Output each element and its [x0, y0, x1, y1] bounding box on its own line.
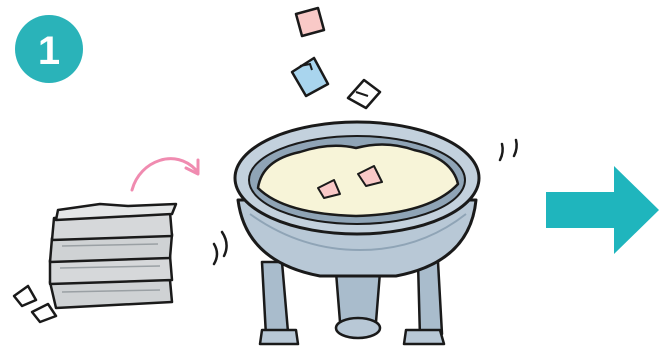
motion-lines-right-icon	[500, 140, 517, 160]
falling-scrap-white-icon	[348, 80, 380, 108]
falling-scrap-pink-icon	[296, 8, 324, 36]
pulper-tank-icon	[235, 122, 479, 344]
loose-scrap-2-icon	[32, 304, 56, 322]
falling-scrap-blue-icon	[292, 58, 328, 96]
motion-lines-left-icon	[214, 232, 227, 264]
loose-scrap-1-icon	[14, 286, 36, 306]
paper-stack-icon	[50, 204, 176, 308]
next-step-arrow-icon	[546, 166, 659, 254]
curved-arrow-icon	[132, 159, 198, 190]
